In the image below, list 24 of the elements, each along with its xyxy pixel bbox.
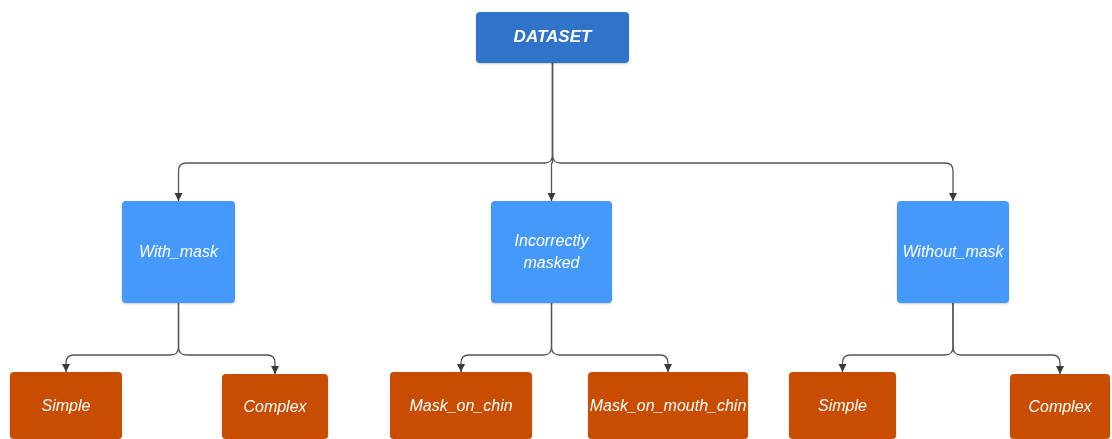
node-label: Complex [1028, 396, 1092, 417]
connector-arrow [550, 302, 672, 373]
node-label: Complex [243, 396, 307, 417]
category-box [390, 372, 532, 439]
node-label: Simple [818, 395, 867, 416]
category-box [122, 201, 235, 303]
category-box [1010, 374, 1110, 439]
node-label: DATASET [513, 26, 592, 49]
connector-arrow [551, 62, 957, 202]
node-label: Mask_on_chin [409, 395, 513, 416]
category-box [491, 201, 612, 303]
node-label: Mask_on_mouth_chin [589, 395, 747, 416]
category-box [10, 372, 122, 439]
node-label: Without_mask [902, 242, 1004, 263]
connector-arrow [177, 302, 279, 375]
category-box [588, 372, 748, 439]
category-box [222, 374, 328, 439]
node-label: With_mask [139, 242, 218, 263]
node-label: Incorrectly masked [513, 231, 590, 273]
connector-arrow [952, 302, 1064, 375]
category-box [897, 201, 1009, 303]
category-box [789, 372, 896, 439]
node-label: Simple [41, 395, 91, 416]
category-box [476, 12, 629, 63]
